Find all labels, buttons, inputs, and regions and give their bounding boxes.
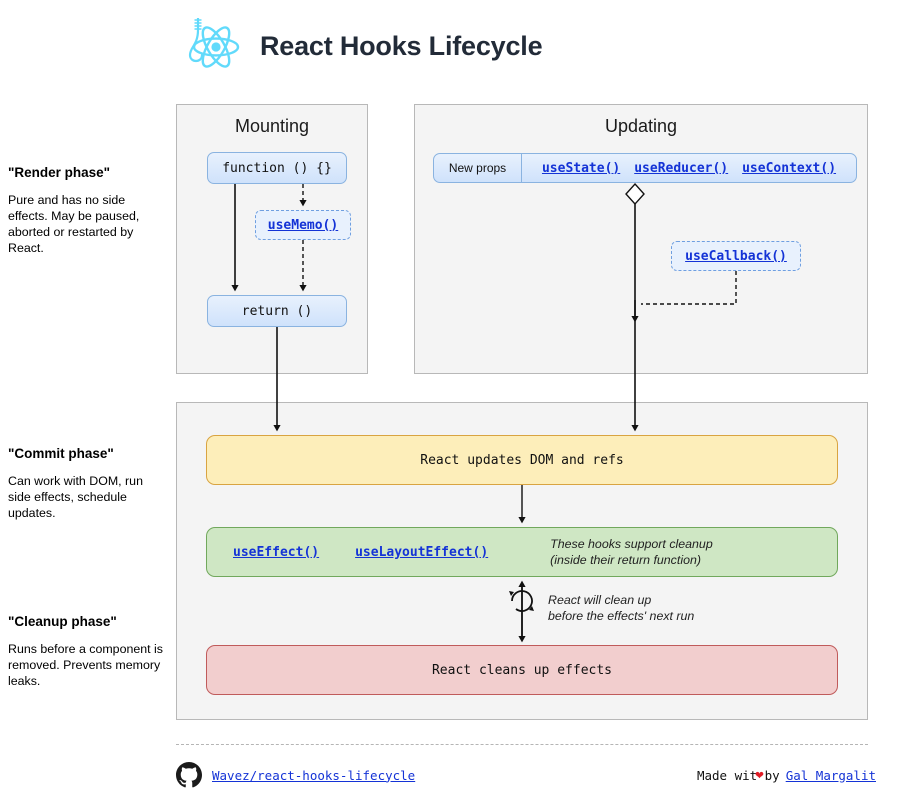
panel-title-mounting: Mounting [234,116,310,136]
page-header: React Hooks Lifecycle [176,10,543,82]
heart-icon: ❤ [755,767,764,783]
usecallback-link[interactable]: useCallback() [685,248,787,264]
phase-note-render: "Render phase" Pure and has no side effe… [8,165,168,256]
node-function-declaration: function () {} [207,152,347,184]
phase-title: "Render phase" [8,165,111,180]
panel-updating: Updating [414,104,868,374]
phase-description: Can work with DOM, run side effects, sch… [8,474,143,520]
usecontext-link[interactable]: useContext() [742,160,837,176]
effect-hooks-group: useEffect() useLayoutEffect() [233,545,488,560]
made-with-prefix: Made wit [696,767,758,783]
panel-title-updating: Updating [604,116,678,136]
node-react-cleans-up-effects: React cleans up effects [206,645,838,695]
footer-divider [176,744,868,745]
phase-note-cleanup: "Cleanup phase" Runs before a component … [8,614,168,689]
footer-credit: Made wit ❤ by Gal Margalit [697,767,876,783]
footer: Wavez/react-hooks-lifecycle Made wit ❤ b… [176,760,876,790]
footer-repo[interactable]: Wavez/react-hooks-lifecycle [176,762,415,788]
repo-link[interactable]: Wavez/react-hooks-lifecycle [212,767,416,783]
cleanup-note-line-1: React will clean up [548,593,652,607]
node-usecallback[interactable]: useCallback() [671,241,801,271]
effects-note-line-1: These hooks support cleanup [550,537,713,551]
effects-note-line-2: (inside their return function) [550,553,701,567]
cleanup-note-line-2: before the effects' next run [548,609,695,623]
uselayouteffect-link[interactable]: useLayoutEffect() [355,544,489,560]
page-title: React Hooks Lifecycle [260,30,543,61]
phase-title: "Cleanup phase" [8,614,117,629]
node-usememo[interactable]: useMemo() [255,210,351,240]
updating-hooks-group: useState() useReducer() useContext() [522,154,856,182]
node-react-updates-dom: React updates DOM and refs [206,435,838,485]
react-atom-hook-icon [188,18,240,68]
effects-cleanup-note: These hooks support cleanup (inside thei… [550,536,713,568]
phase-title: "Commit phase" [8,446,114,461]
usememo-link[interactable]: useMemo() [267,217,339,233]
phase-description: Runs before a component is removed. Prev… [8,642,163,688]
phase-note-commit: "Commit phase" Can work with DOM, run si… [8,446,168,521]
usestate-link[interactable]: useState() [541,160,621,176]
phase-description: Pure and has no side effects. May be pau… [8,193,140,255]
useeffect-link[interactable]: useEffect() [233,544,320,560]
github-icon[interactable] [176,762,202,788]
made-with-suffix: by [764,767,780,783]
author-link[interactable]: Gal Margalit [785,767,876,783]
cleanup-timing-note: React will clean up before the effects' … [548,592,694,624]
node-update-triggers: New props useState() useReducer() useCon… [433,153,857,183]
usereducer-link[interactable]: useReducer() [634,160,729,176]
node-return: return () [207,295,347,327]
node-new-props: New props [434,154,522,182]
node-effect-hooks: useEffect() useLayoutEffect() These hook… [206,527,838,577]
